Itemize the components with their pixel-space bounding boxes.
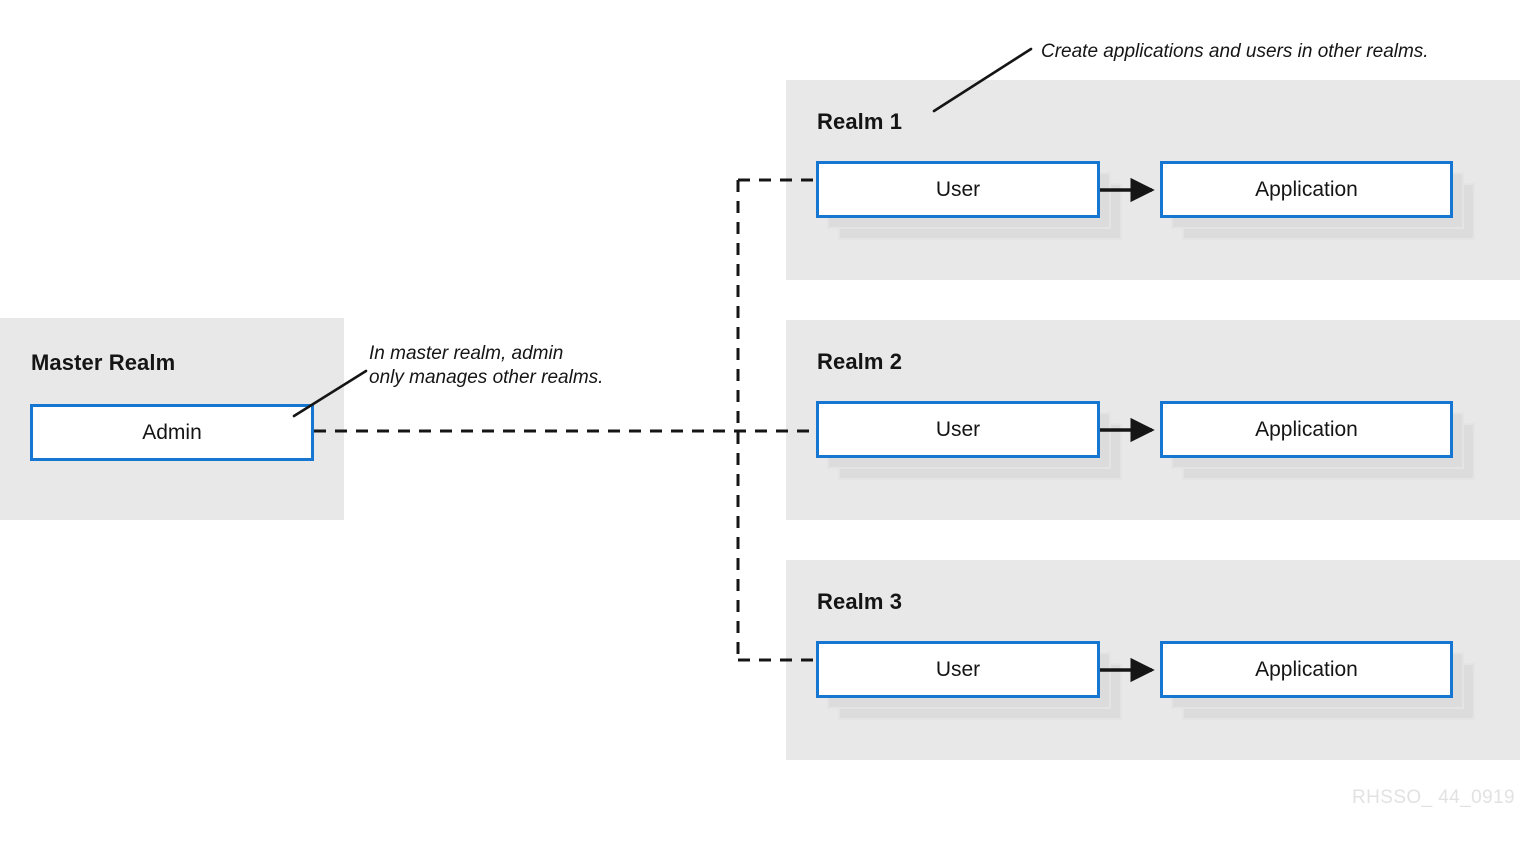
realm-1-application-face: Application [1160,161,1453,218]
realm-3-application-box[interactable]: Application [1160,641,1475,720]
realm-2-user-face: User [816,401,1100,458]
master-realm-title: Master Realm [31,350,176,375]
admin-box[interactable]: Admin [30,404,314,461]
realm-1-user-face: User [816,161,1100,218]
admin-to-realms-dashed-connector [314,178,815,662]
realm-1-title: Realm 1 [817,109,903,134]
realm-1-user-box[interactable]: User [816,161,1122,240]
admin-box-label: Admin [142,421,202,444]
realm-3-title: Realm 3 [817,589,903,614]
watermark-label: RHSSO_ 44_0919 [1352,787,1515,808]
note-master-realm-admin: In master realm, admin only manages othe… [369,343,604,389]
realm-3-application-face: Application [1160,641,1453,698]
admin-box-face: Admin [30,404,314,461]
realm-3-user-box[interactable]: User [816,641,1122,720]
realm-1-user-label: User [935,178,981,201]
realm-1-application-box[interactable]: Application [1160,161,1475,240]
realm-1-application-label: Application [1255,178,1358,201]
realm-3-user-label: User [935,658,981,681]
realm-2-user-box[interactable]: User [816,401,1122,480]
realm-3-application-label: Application [1255,658,1358,681]
realm-2-application-box[interactable]: Application [1160,401,1475,480]
realm-2-user-label: User [935,418,981,441]
realm-3-user-face: User [816,641,1100,698]
realm-2-application-face: Application [1160,401,1453,458]
realm-2-application-label: Application [1255,418,1358,441]
note-create-apps-and-users: Create applications and users in other r… [1041,41,1429,62]
realm-2-title: Realm 2 [817,349,903,374]
